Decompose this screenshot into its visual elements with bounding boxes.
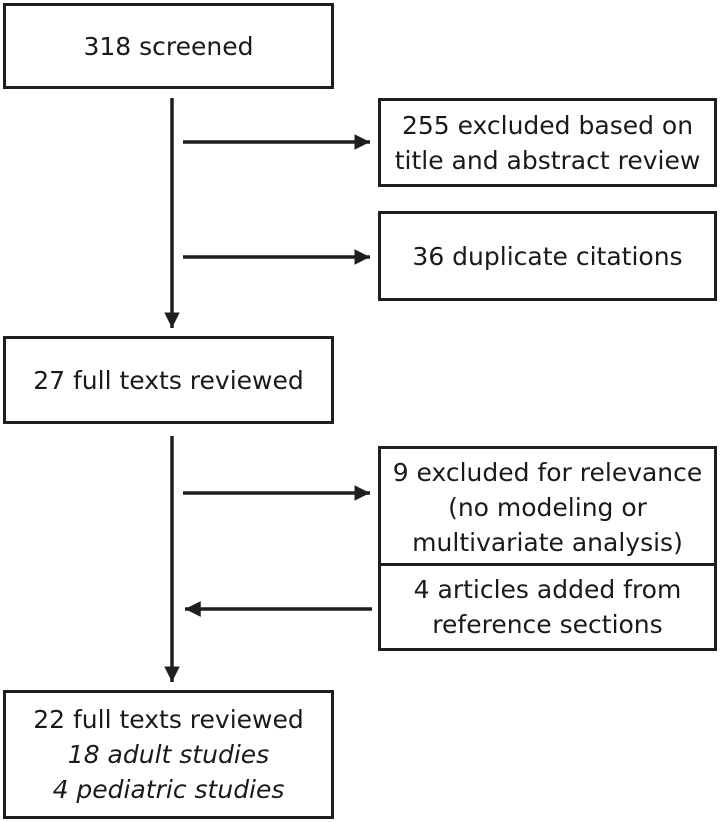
excluded-relevance-line-3: multivariate analysis) <box>412 527 683 557</box>
excluded-title-abstract-line-2: title and abstract review <box>394 145 701 175</box>
screened-box: 318 screened <box>3 3 334 89</box>
adult-studies-text: 18 adult studies <box>67 740 270 769</box>
full-texts-reviewed-27-text: 27 full texts reviewed <box>33 365 304 395</box>
excluded-title-abstract-box: 255 excluded based on title and abstract… <box>378 98 717 187</box>
articles-added-box: 4 articles added from reference sections <box>378 563 717 651</box>
excluded-relevance-box: 9 excluded for relevance (no modeling or… <box>378 446 717 568</box>
excluded-title-abstract-line-1: 255 excluded based on <box>401 110 694 140</box>
excluded-relevance-line-1: 9 excluded for relevance <box>392 457 703 487</box>
full-texts-reviewed-22-box: 22 full texts reviewed 18 adult studies … <box>3 690 334 819</box>
screened-text: 318 screened <box>83 31 254 61</box>
full-texts-reviewed-27-box: 27 full texts reviewed <box>3 336 334 424</box>
duplicate-citations-box: 36 duplicate citations <box>378 211 717 301</box>
excluded-relevance-line-2: (no modeling or <box>448 492 647 522</box>
pediatric-studies-text: 4 pediatric studies <box>52 775 285 804</box>
full-texts-reviewed-22-text: 22 full texts reviewed <box>33 705 304 734</box>
articles-added-line-1: 4 articles added from <box>413 575 682 604</box>
duplicate-citations-text: 36 duplicate citations <box>412 241 683 271</box>
articles-added-line-2: reference sections <box>432 610 663 639</box>
